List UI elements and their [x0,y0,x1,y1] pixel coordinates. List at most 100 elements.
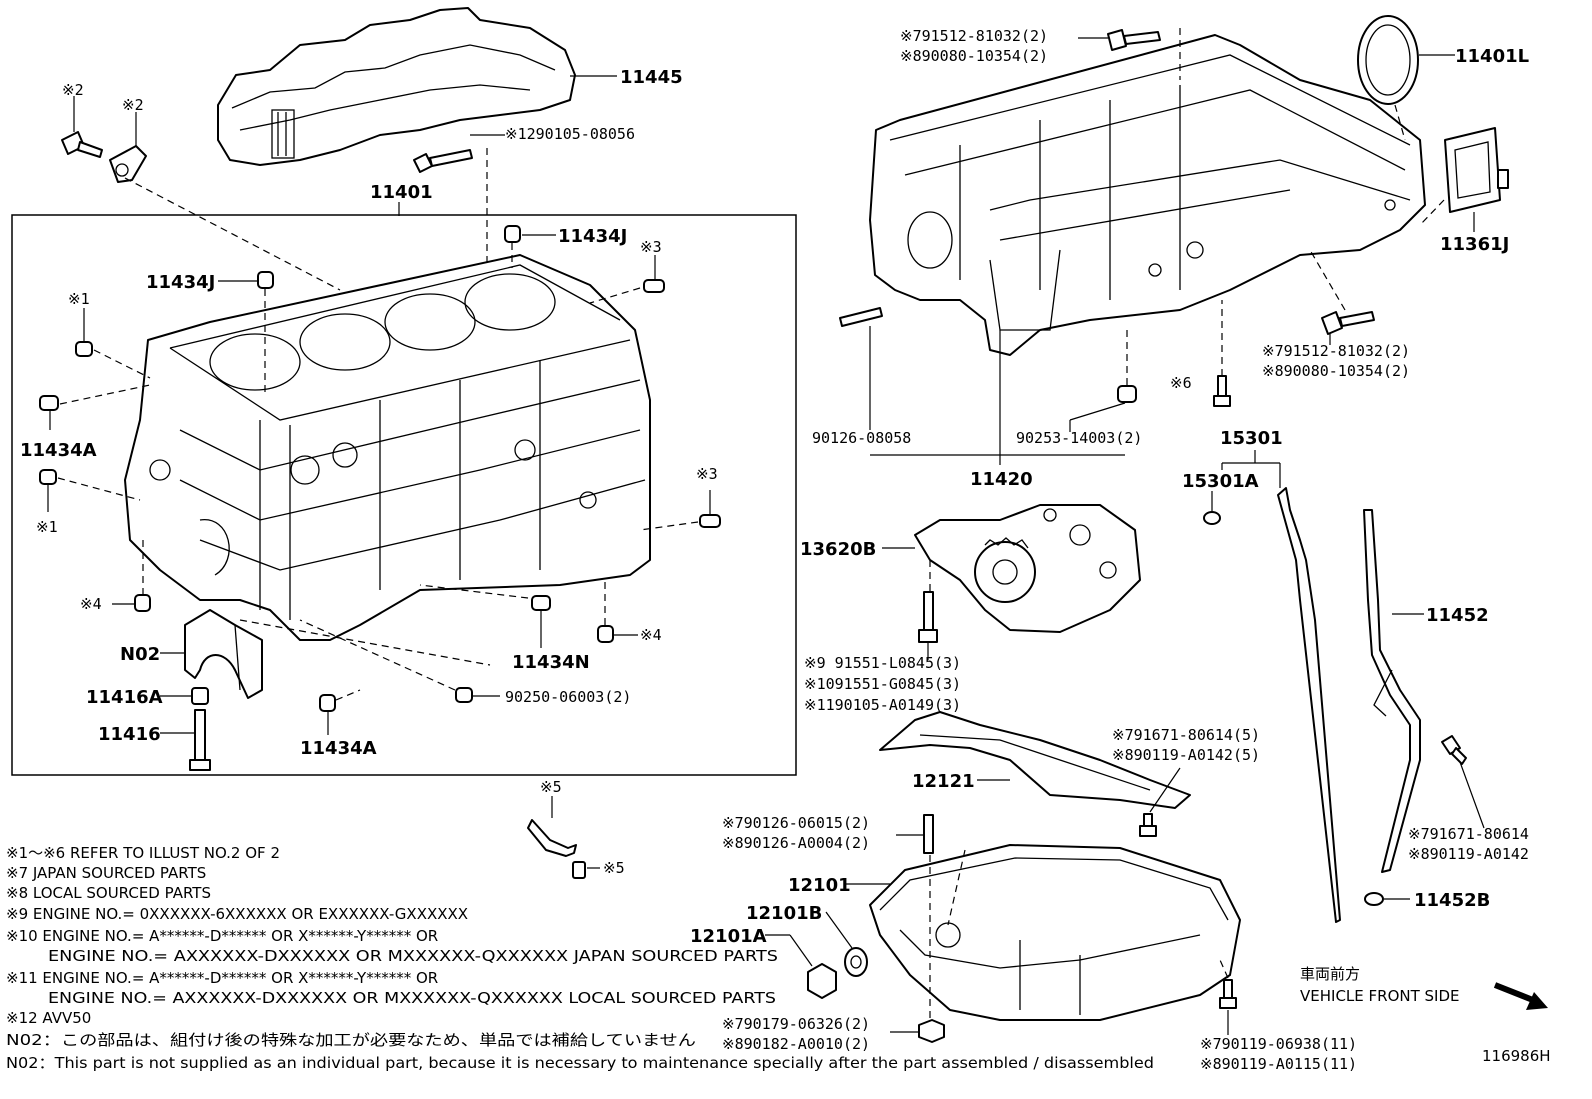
label-star5b: ※5 [603,859,625,877]
dipstick-15301 [1277,487,1341,923]
label-11434A-bottom: 11434A [300,738,377,759]
note-4: ※9 ENGINE NO.= 0XXXXXX-6XXXXXX OR EXXXXX… [6,905,468,923]
label-star4b: ※4 [640,626,662,644]
label-gauge-bolt-1: ※791671-80614 [1408,825,1529,843]
label-baffle-bolt-2: ※890119-A0142(5) [1112,746,1260,764]
bolt-791512-top [1107,29,1161,51]
bolt-791512-right [1321,311,1375,335]
label-stud-1: ※790126-06015(2) [722,814,870,832]
label-right-bolt-1: ※791512-81032(2) [1262,342,1410,360]
label-90253-14003: 90253-14003(2) [1016,429,1142,447]
label-11416: 11416 [98,724,161,745]
label-star3a: ※3 [640,238,662,256]
oil-seal-11401L [1357,15,1419,105]
label-right-bolt-2: ※890080-10354(2) [1262,362,1410,380]
star5-bolt-illustration [572,861,586,879]
bolt-791671-baffle [1139,813,1157,837]
stud-90126-08058 [839,307,883,327]
label-pan-bolt-2: ※890119-A0115(11) [1200,1055,1357,1073]
label-star3b: ※3 [696,465,718,483]
note-5: ※10 ENGINE NO.= A******-D****** OR X****… [6,927,438,945]
bolt-11416 [189,709,211,771]
label-11401L: 11401L [1455,46,1529,67]
label-top-bolt-2: ※890080-10354(2) [900,47,1048,65]
dowel-11434J-lower [257,271,274,289]
note-8: ENGINE NO.= AXXXXXX-DXXXXXX OR MXXXXXX-Q… [48,989,776,1007]
gasket-12101B [844,947,868,977]
label-11434J-upper: 11434J [558,226,627,247]
ring-90250-06003 [455,687,473,703]
timing-chain-cover-illustration [217,7,576,166]
label-pan-bolt-1: ※790119-06938(11) [1200,1035,1357,1053]
oil-pan-12101-illustration [869,844,1241,1021]
diagram-id: 116986H [1482,1047,1551,1065]
label-11420: 11420 [970,469,1033,490]
label-11416A: 11416A [86,687,163,708]
pin-star1-upper [75,341,93,357]
nut-790179-06326 [918,1019,945,1043]
label-15301A: 15301A [1182,471,1259,492]
note-10: N02：この部品は、組付け後の特殊な加工が必要なため、単品では補給していません [6,1031,696,1049]
star5-clip-illustration [527,819,577,857]
label-11361J: 11361J [1440,234,1509,255]
label-90105-A0149: ※1190105-A0149(3) [804,696,961,714]
pin-star3-upper [643,279,665,293]
dipstick-guide-11452 [1363,509,1421,873]
baffle-12121-illustration [879,711,1191,809]
o-ring-11452B [1364,892,1384,906]
stud-790126-06015 [923,814,934,854]
bolt-star6 [1213,375,1231,407]
front-side-en: VEHICLE FRONT SIDE [1300,987,1460,1005]
label-91551-G0845: ※1091551-G0845(3) [804,675,961,693]
label-11445: 11445 [620,67,683,88]
label-N02: N02 [120,644,160,665]
note-11: N02：This part is not supplied as an indi… [6,1054,1154,1072]
label-15301: 15301 [1220,428,1283,449]
bolt-791671-guide [1441,735,1467,765]
label-stud-2: ※890126-A0004(2) [722,834,870,852]
label-11434N: 11434N [512,652,590,673]
label-top-bolt-1: ※791512-81032(2) [900,27,1048,45]
cylinder-block-illustration [124,254,651,641]
dowel-11434A-left [39,395,59,411]
bracket-star2-illustration [109,145,147,183]
dowel-11434N [531,595,551,611]
label-12121: 12121 [912,771,975,792]
note-1: ※1～※6 REFER TO ILLUST NO.2 OF 2 [6,844,280,862]
label-star1a: ※1 [68,290,90,308]
note-3: ※8 LOCAL SOURCED PARTS [6,884,211,902]
label-11434J-lower: 11434J [146,272,215,293]
front-side-jp: 車両前方 [1300,965,1360,983]
label-12101A: 12101A [690,926,767,947]
label-baffle-bolt-1: ※791671-80614(5) [1112,726,1260,744]
oil-pump-13620B-illustration [914,504,1141,633]
label-90250-06003: 90250-06003(2) [505,688,631,706]
label-gauge-bolt-2: ※890119-A0142 [1408,845,1529,863]
o-ring-15301A [1203,511,1221,525]
label-star6: ※6 [1170,374,1192,392]
note-2: ※7 JAPAN SOURCED PARTS [6,864,206,882]
label-91551-L0845: ※9 91551-L0845(3) [804,654,961,672]
label-nut-1: ※790179-06326(2) [722,1015,870,1033]
bolt-790119-06938 [1219,979,1237,1009]
cylinder-block-group-frame [11,214,797,776]
label-11434A-left: 11434A [20,440,97,461]
label-90105-08056: ※1290105-08056 [505,125,635,143]
label-star4a: ※4 [80,595,102,613]
bolt-90105-08056-illustration [413,149,473,173]
dowel-11434J-upper [504,225,521,243]
label-star2b: ※2 [122,96,144,114]
label-11452: 11452 [1426,605,1489,626]
label-12101: 12101 [788,875,851,896]
label-12101B: 12101B [746,903,822,924]
bolt-star2-illustration [61,131,103,158]
pin-star4-left [134,594,151,612]
label-star5a: ※5 [540,778,562,796]
pin-star1-lower [39,469,57,485]
label-13620B: 13620B [800,539,876,560]
pin-star3-lower [699,514,721,528]
note-7: ※11 ENGINE NO.= A******-D****** OR X****… [6,969,438,987]
dowel-11434A-bottom [319,694,336,712]
label-11401: 11401 [370,182,433,203]
